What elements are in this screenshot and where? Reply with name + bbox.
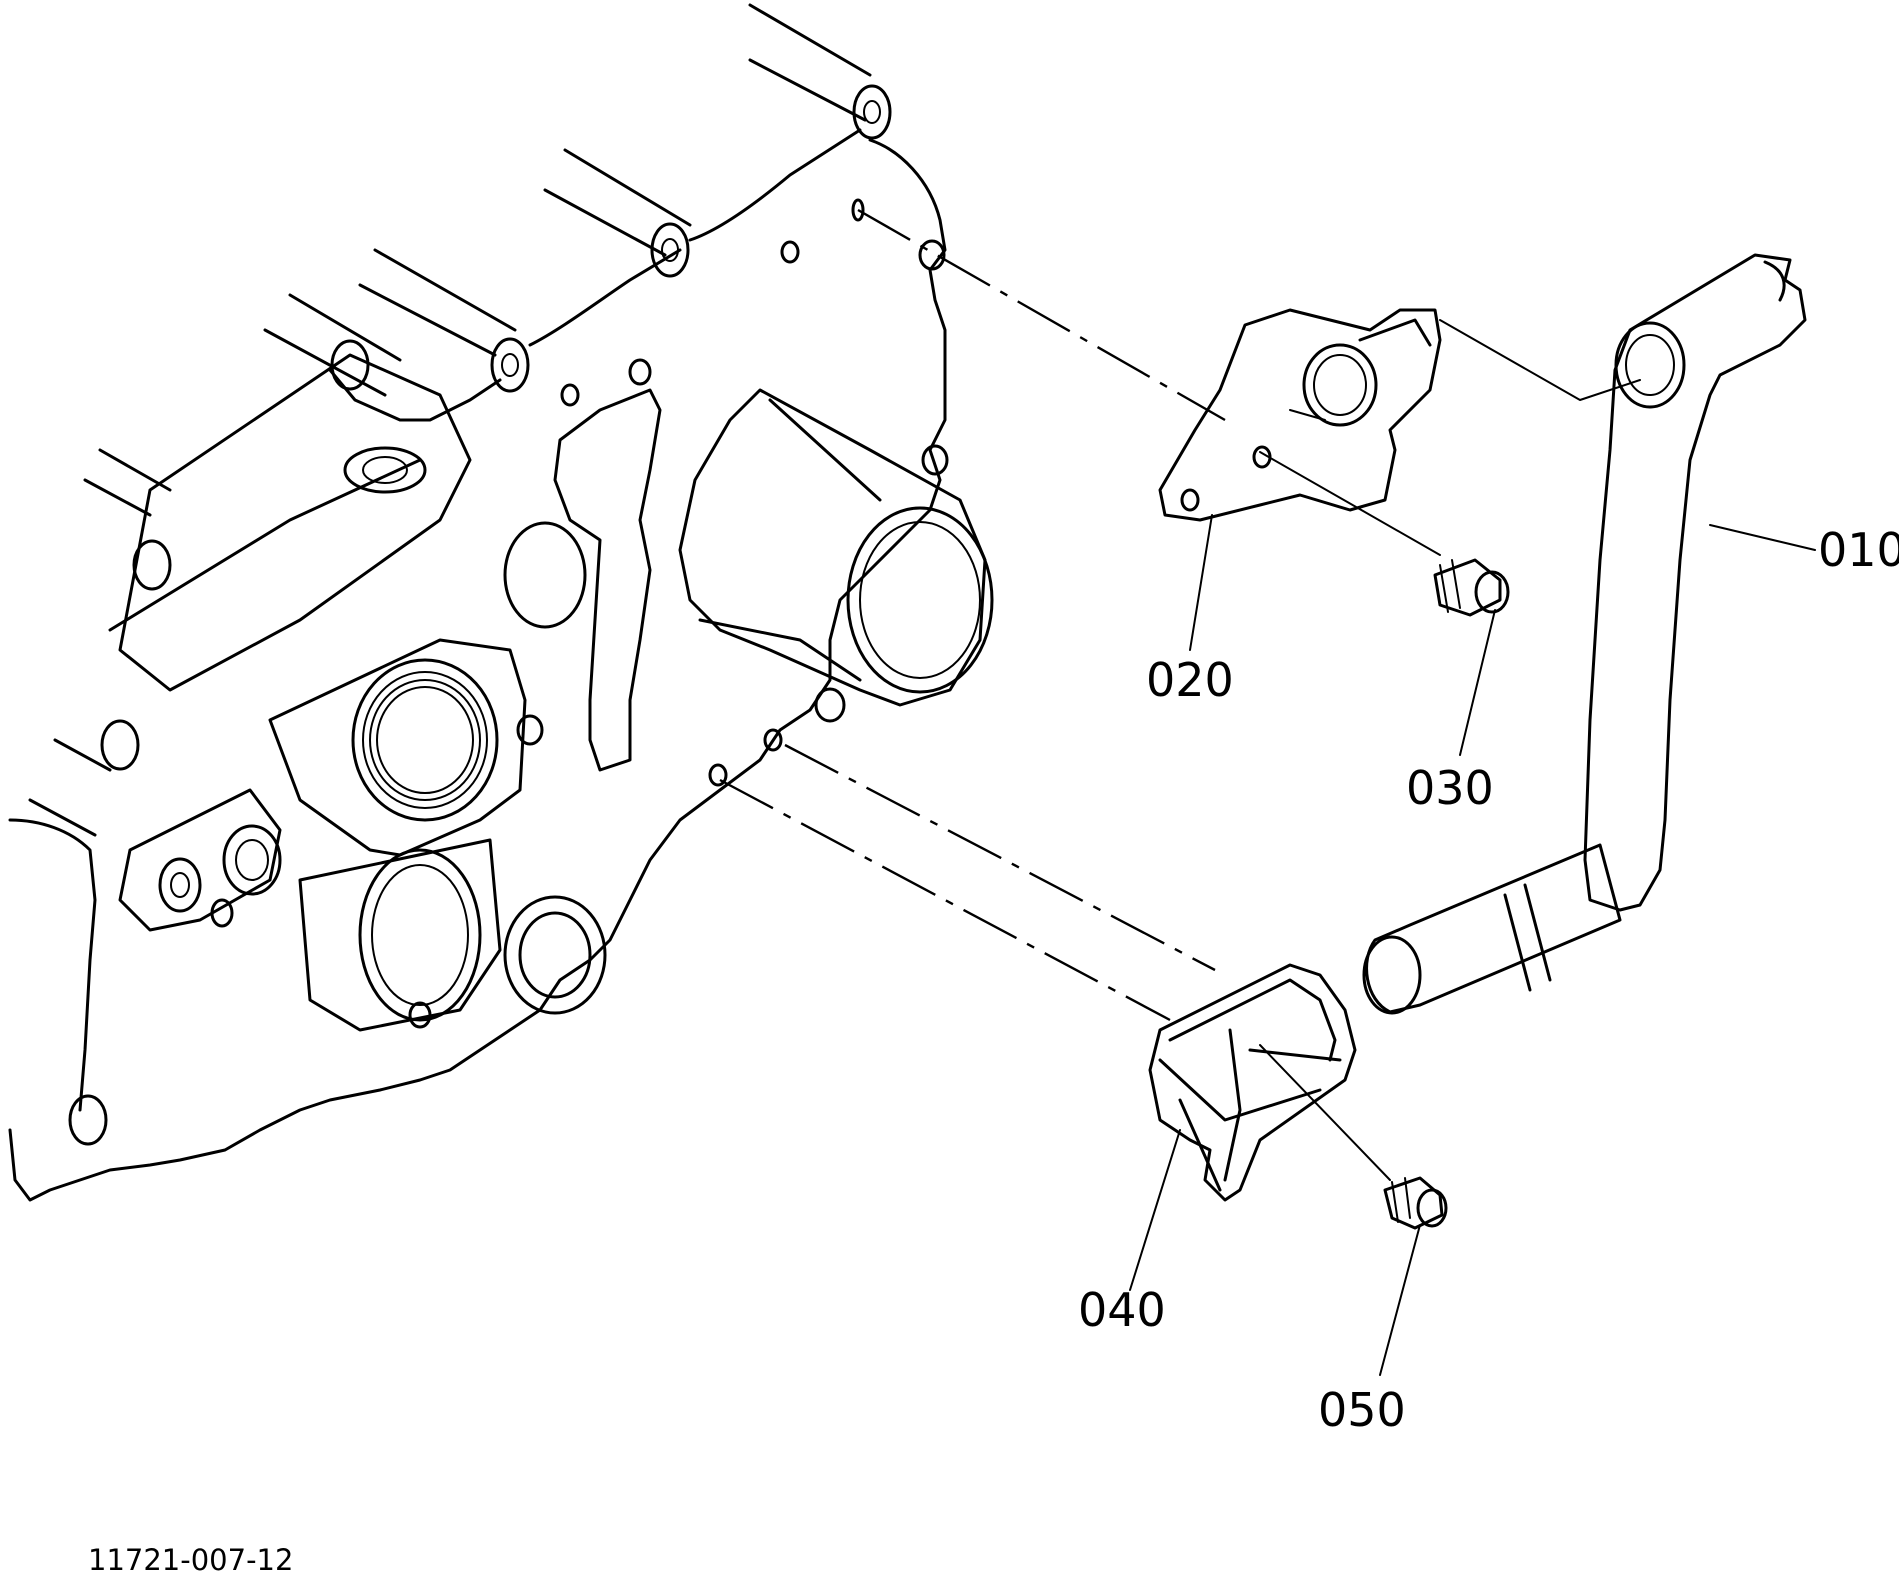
part-label-020: 020 [1146, 653, 1234, 707]
gear-case-housing [8, 3, 994, 1202]
part-label-010: 010 [1818, 523, 1899, 577]
leader-line-010 [1709, 524, 1816, 551]
part-label-030: 030 [1406, 761, 1494, 815]
starting-handle [1362, 253, 1807, 1015]
assembly-centerline [719, 778, 1171, 1022]
leader-line-050 [1379, 1224, 1421, 1376]
leader-line-020 [1189, 514, 1213, 651]
cover-040 [1148, 963, 1357, 1202]
leader-line-040 [1129, 1129, 1181, 1291]
assembly-centerline [1439, 319, 1641, 401]
bracket [1158, 308, 1442, 522]
bolt-050 [1383, 1176, 1448, 1230]
assembly-centerline [1259, 1044, 1391, 1181]
assembly-centerline [784, 743, 1216, 972]
assembly-centerline [1259, 451, 1441, 556]
bolt-030 [1433, 558, 1510, 617]
drawing-code: 11721-007-12 [88, 1543, 293, 1577]
leader-line-030 [1459, 609, 1496, 756]
part-label-050: 050 [1318, 1383, 1406, 1437]
part-label-040: 040 [1078, 1283, 1166, 1337]
assembly-centerline [857, 208, 1226, 422]
